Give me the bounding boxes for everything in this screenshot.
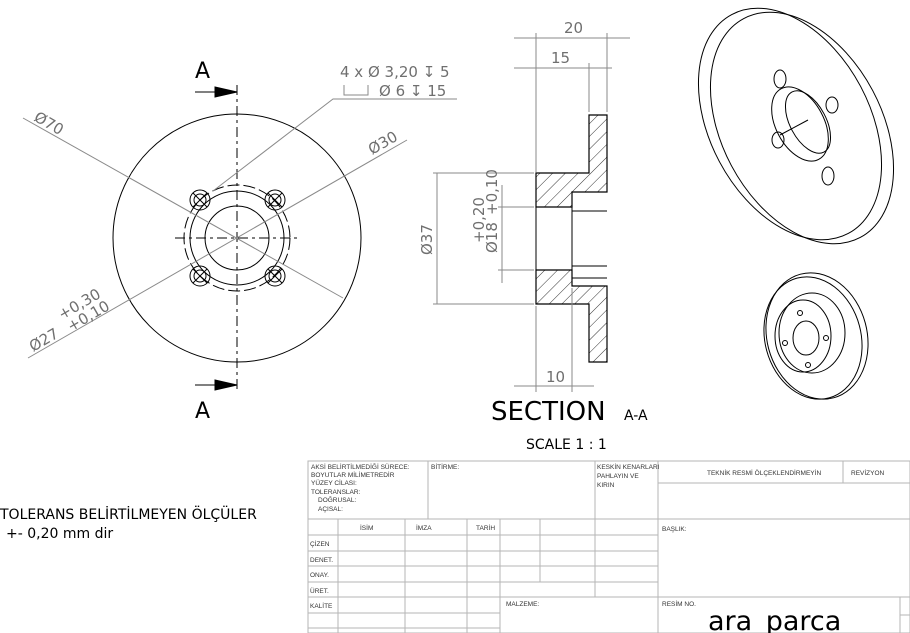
section-label-top: A	[195, 59, 210, 84]
hole-callout-line1: 4 x Ø 3,20 ↧ 5	[340, 63, 450, 81]
header-name: İSİM	[360, 523, 373, 532]
title-block-notes: AKSİ BELİRTİLMEDİĞİ SÜRECE: BOYUTLAR MİL…	[311, 462, 410, 513]
hole-callout-line2: Ø 6 ↧ 15	[379, 82, 446, 100]
extension-lines	[535, 33, 608, 392]
role-manufactured: ÜRET.	[310, 587, 329, 595]
edges-note: KESKİN KENARLARI	[597, 462, 660, 471]
dim-bore-tol-lower-s: +0,10	[483, 169, 501, 215]
note-line: AKSİ BELİRTİLMEDİĞİ SÜRECE:	[311, 462, 410, 471]
isometric-view-front	[763, 272, 869, 400]
revision-label: REVİZYON	[851, 468, 885, 477]
section-label-bottom: A	[195, 399, 210, 424]
role-quality: KALİTE	[310, 601, 333, 610]
edges-note: PAHLAYIN VE	[597, 473, 639, 480]
edges-note: KIRIN	[597, 482, 615, 489]
general-tolerance-line2: +- 0,20 mm dir	[6, 526, 114, 542]
do-not-scale-label: TEKNİK RESMİ ÖLÇEKLENDİRMEYİN	[707, 468, 821, 477]
role-approved: ONAY.	[310, 572, 329, 579]
section-arrow-bottom	[195, 379, 238, 391]
role-checked: DENET.	[310, 557, 333, 564]
dim-total-width: 20	[564, 19, 583, 37]
dim-hub-width: 15	[551, 49, 570, 67]
dim-line-outer	[22, 117, 344, 299]
dim-counterbore-depth: 10	[546, 368, 565, 386]
isometric-view-back	[697, 7, 895, 245]
section-arrow-top	[195, 86, 238, 98]
section-title-suffix: A-A	[624, 408, 648, 424]
note-line: YÜZEY CİLASI:	[311, 478, 357, 487]
finish-label: BİTİRME:	[431, 462, 459, 471]
vertical-dim-lines	[433, 172, 534, 305]
front-view: A A Ø70 Ø30 Ø27 +0,30 +0,10 4 x Ø 3,20 ↧…	[22, 59, 457, 424]
note-line: AÇISAL:	[318, 506, 343, 513]
bolt-holes	[189, 189, 286, 287]
dim-hub-dia: Ø37	[418, 224, 436, 255]
note-line: DOĞRUSAL:	[318, 495, 356, 504]
section-view: 20 15 10 Ø37 Ø18 +0,20 +0,10 SECTION A-A…	[418, 19, 648, 453]
section-bore-lines	[535, 192, 607, 286]
header-signature: İMZA	[416, 523, 432, 532]
section-title: SECTION	[491, 397, 606, 427]
general-tolerance-line1: TOLERANS BELİRTİLMEYEN ÖLÇÜLER	[0, 507, 257, 523]
note-line: BOYUTLAR MİLİMETREDİR	[311, 470, 395, 479]
dim-bore-dia: Ø18	[483, 222, 501, 253]
section-scale: SCALE 1 : 1	[526, 437, 607, 453]
role-drawn: ÇİZEN	[310, 539, 330, 548]
material-label: MALZEME:	[506, 601, 539, 608]
dim-outer-label: Ø70	[31, 108, 67, 139]
counterbore-symbol-icon	[343, 85, 369, 96]
dim-bore-label: Ø27	[26, 324, 62, 355]
title-block: AKSİ BELİRTİLMEDİĞİ SÜRECE: BOYUTLAR MİL…	[307, 460, 910, 633]
hole-callout-leader	[212, 98, 457, 192]
horizontal-dim-lines	[514, 37, 630, 387]
drawing-number: ara_parca	[708, 606, 841, 633]
drawing-no-label: RESİM NO.	[662, 599, 696, 608]
note-line: TOLERANSLAR:	[311, 489, 361, 496]
title-label: BAŞLIK:	[662, 526, 687, 533]
header-date: TARİH	[476, 523, 495, 532]
dim-line-bolt-circle	[27, 139, 408, 359]
dim-bore-tol-upper-s: +0,20	[470, 197, 488, 243]
